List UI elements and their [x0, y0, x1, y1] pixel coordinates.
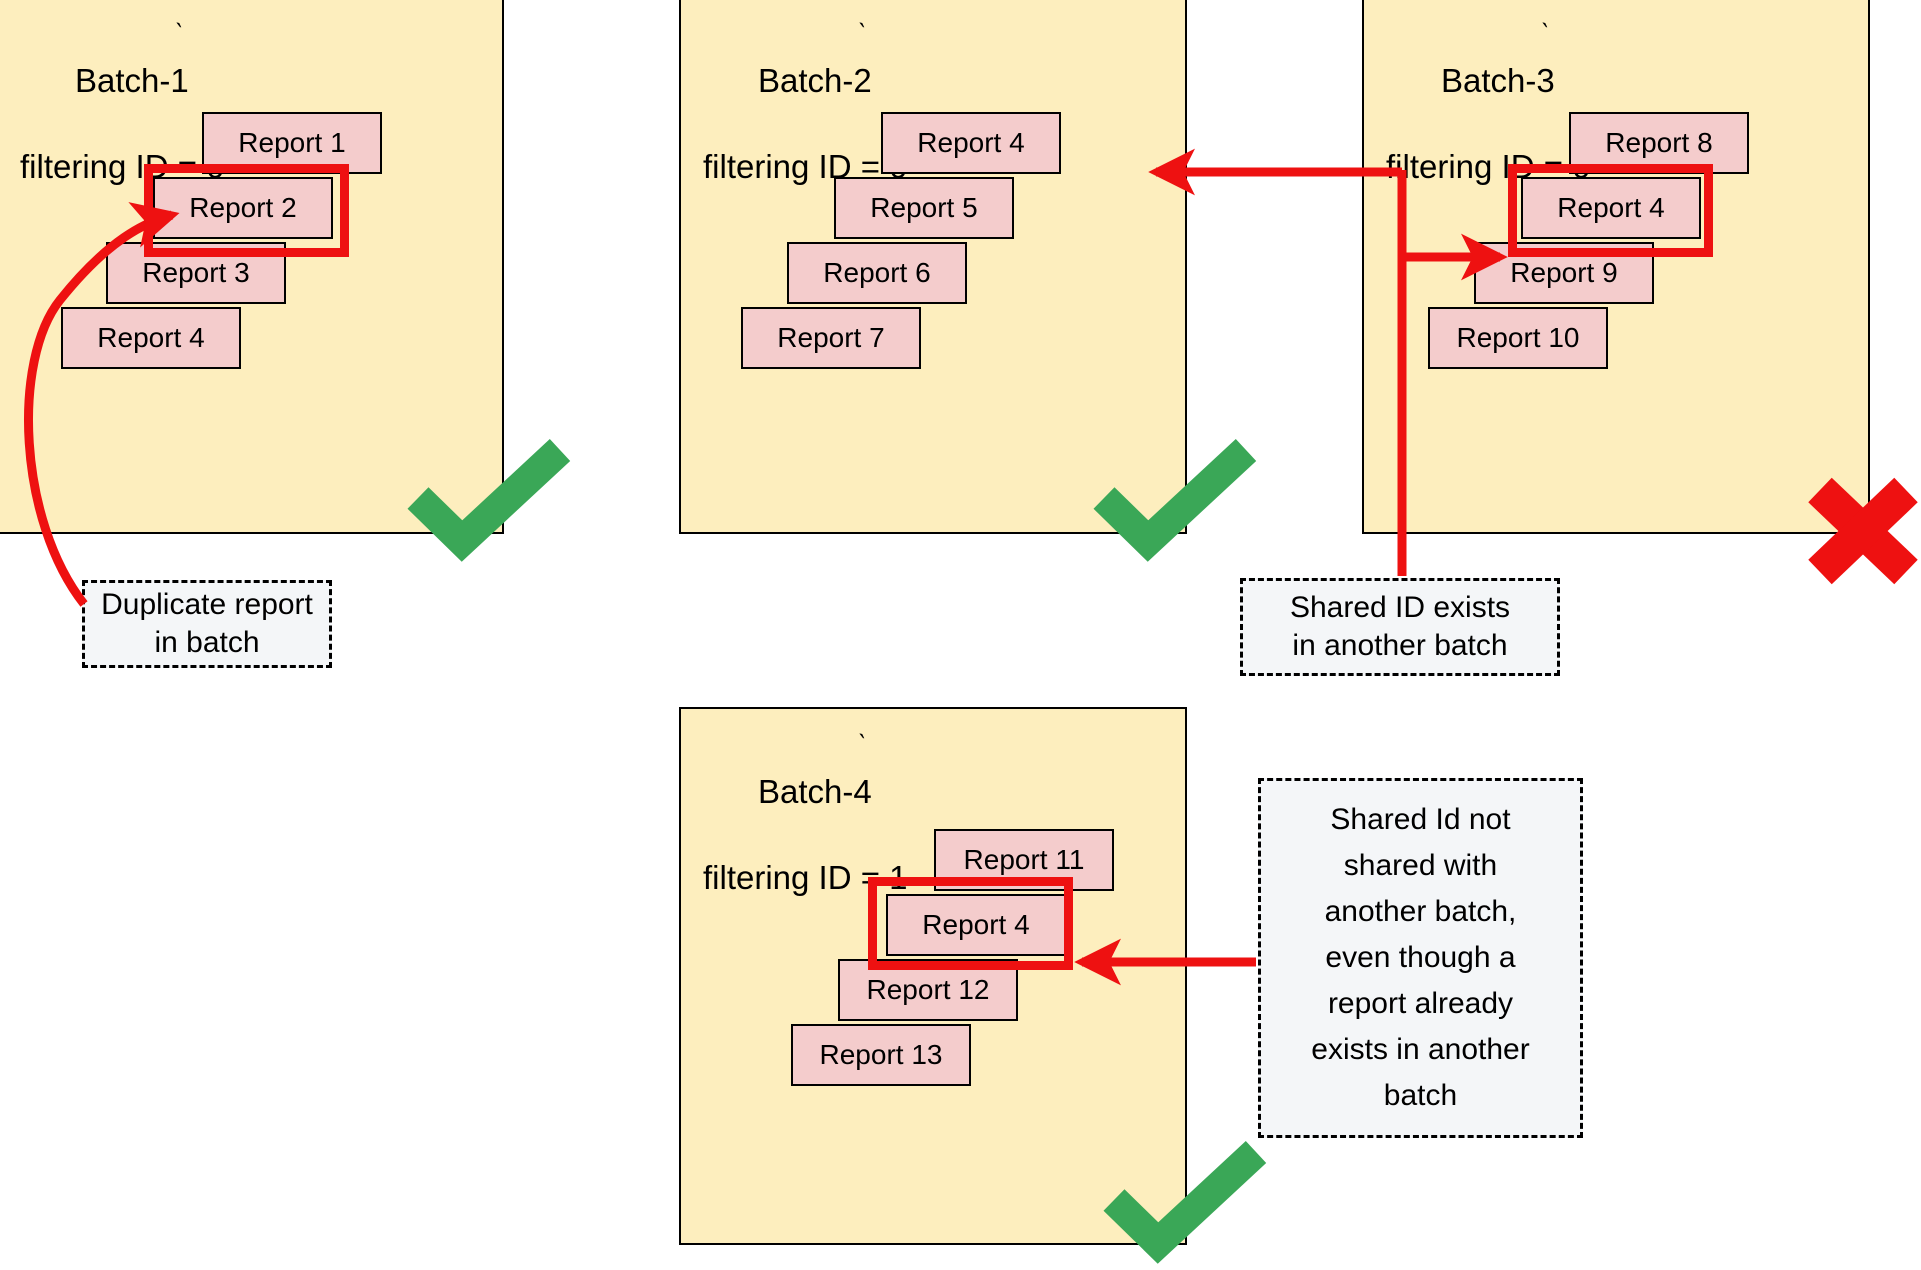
report-label: Report 4 — [922, 909, 1030, 940]
report-label: Report 10 — [1456, 322, 1580, 353]
batch-4-name: Batch-4 — [758, 773, 872, 810]
report-label: Report 1 — [238, 127, 346, 158]
report-label: Report 7 — [777, 322, 885, 353]
batch-1-report-card-2[interactable]: Report 2 — [153, 177, 333, 239]
callout-line-1: Duplicate report — [101, 588, 313, 621]
callout-line-1: Shared Id not — [1330, 803, 1511, 836]
callout-line-7: batch — [1383, 1079, 1458, 1112]
batch-3-report-card-2[interactable]: Report 4 — [1521, 177, 1701, 239]
report-label: Report 4 — [917, 127, 1025, 158]
batch-2-report-card-4[interactable]: Report 7 — [741, 307, 921, 369]
report-label: Report 3 — [142, 257, 250, 288]
batch-2-report-card-3[interactable]: Report 6 — [787, 242, 967, 304]
batch-4-shared-id-highlight-box — [868, 877, 1073, 970]
callout-line-3: another batch, — [1324, 895, 1517, 928]
batch-2-name: Batch-2 — [758, 62, 872, 99]
batch-2-filter-label: filtering ID = 0 — [703, 148, 908, 185]
batch-4-report-card-4[interactable]: Report 13 — [791, 1024, 971, 1086]
report-label: Report 12 — [866, 974, 990, 1005]
batch-2-report-card-2[interactable]: Report 5 — [834, 177, 1014, 239]
report-label: Report 4 — [97, 322, 205, 353]
batch-3-report-card-1[interactable]: Report 8 — [1569, 112, 1749, 174]
callout-line-4: even though a — [1325, 941, 1516, 974]
callout-shared-id-not-shared-with-another-batch[interactable]: Shared Id not shared with another batch,… — [1258, 778, 1583, 1138]
batch-4-report-card-2[interactable]: Report 4 — [886, 894, 1066, 956]
callout-line-2: in batch — [154, 626, 260, 659]
report-label: Report 4 — [1557, 192, 1665, 223]
batch-panel-batch-4[interactable]: Batch-4 filtering ID = 1 ` Report 11 Rep… — [679, 707, 1187, 1245]
report-label: Report 5 — [870, 192, 978, 223]
batch-1-report-card-4[interactable]: Report 4 — [61, 307, 241, 369]
callout-line-5: report already — [1327, 987, 1514, 1020]
batch-panel-batch-3[interactable]: Batch-3 filtering ID = 0 ` Report 8 Repo… — [1362, 0, 1870, 534]
callout-shared-id-exists-in-another-batch[interactable]: Shared ID exists in another batch — [1240, 578, 1560, 676]
report-label: Report 11 — [963, 844, 1085, 875]
report-label: Report 9 — [1510, 257, 1618, 288]
report-label: Report 2 — [189, 192, 297, 223]
batch-3-shared-id-highlight-box — [1508, 164, 1713, 257]
batch-panel-batch-1[interactable]: Batch-1 filtering ID = 0 ` Report 1 Repo… — [0, 0, 504, 534]
batch-1-report-card-1[interactable]: Report 1 — [202, 112, 382, 174]
report-label: Report 6 — [823, 257, 931, 288]
callout-line-6: exists in another — [1311, 1033, 1530, 1066]
batch-1-duplicate-highlight-box — [144, 164, 349, 257]
callout-line-1: Shared ID exists — [1289, 591, 1511, 624]
batch-3-report-card-4[interactable]: Report 10 — [1428, 307, 1608, 369]
callout-line-2: shared with — [1343, 849, 1498, 882]
batch-panel-batch-2[interactable]: Batch-2 filtering ID = 0 ` Report 4 Repo… — [679, 0, 1187, 534]
callout-duplicate-report-in-batch[interactable]: Duplicate report in batch — [82, 580, 332, 668]
callout-line-2: in another batch — [1292, 629, 1508, 662]
batch-3-name: Batch-3 — [1441, 62, 1555, 99]
batch-2-title: Batch-2 filtering ID = 0 — [703, 16, 908, 274]
batch-1-name: Batch-1 — [75, 62, 189, 99]
batch-2-report-card-1[interactable]: Report 4 — [881, 112, 1061, 174]
report-label: Report 8 — [1605, 127, 1713, 158]
report-label: Report 13 — [819, 1039, 943, 1070]
